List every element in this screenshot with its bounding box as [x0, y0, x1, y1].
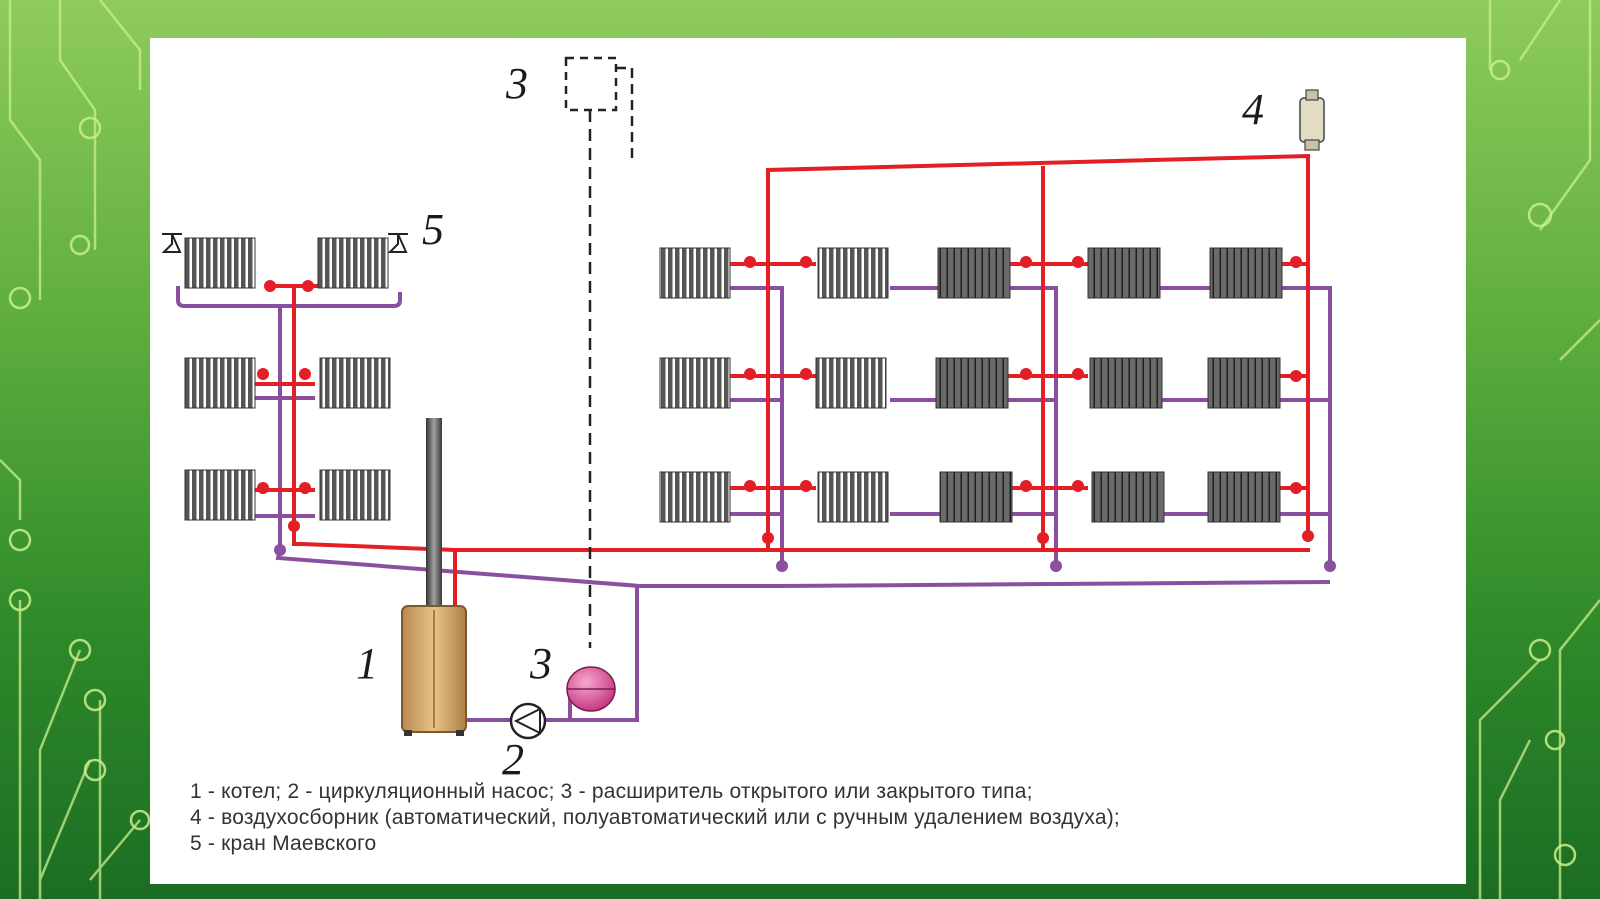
circulation-pump-icon: [509, 702, 547, 740]
label-tank-open: 3: [505, 59, 528, 108]
heating-scheme-diagram: 1 2 3 3 4 5: [161, 56, 1336, 784]
label-mayevsky: 5: [422, 205, 444, 254]
return-valves: [274, 544, 1336, 572]
return-pipes: [176, 286, 1332, 722]
closed-expansion-tank: [566, 666, 637, 722]
slide-card: 1 2 3 3 4 5 1 - котел; 2 - циркуляционны…: [150, 38, 1466, 884]
label-boiler: 1: [356, 639, 378, 688]
supply-pipes: [254, 153, 1310, 608]
mayevsky-valve-icons: [161, 233, 408, 253]
legend-line-1: 1 - котел; 2 - циркуляционный насос; 3 -…: [190, 780, 1033, 803]
radiator-valves: [257, 256, 1314, 544]
label-pump: 2: [502, 735, 524, 784]
label-tank-closed: 3: [529, 639, 552, 688]
legend-line-2: 4 - воздухосборник (автоматический, полу…: [190, 806, 1120, 829]
boiler: [401, 418, 467, 736]
radiators: [184, 237, 1283, 523]
legend-line-3: 5 - кран Маевского: [190, 832, 377, 855]
air-vent-icon: [1299, 89, 1325, 151]
label-air-vent: 4: [1242, 85, 1264, 134]
open-expansion-tank: [564, 56, 634, 648]
